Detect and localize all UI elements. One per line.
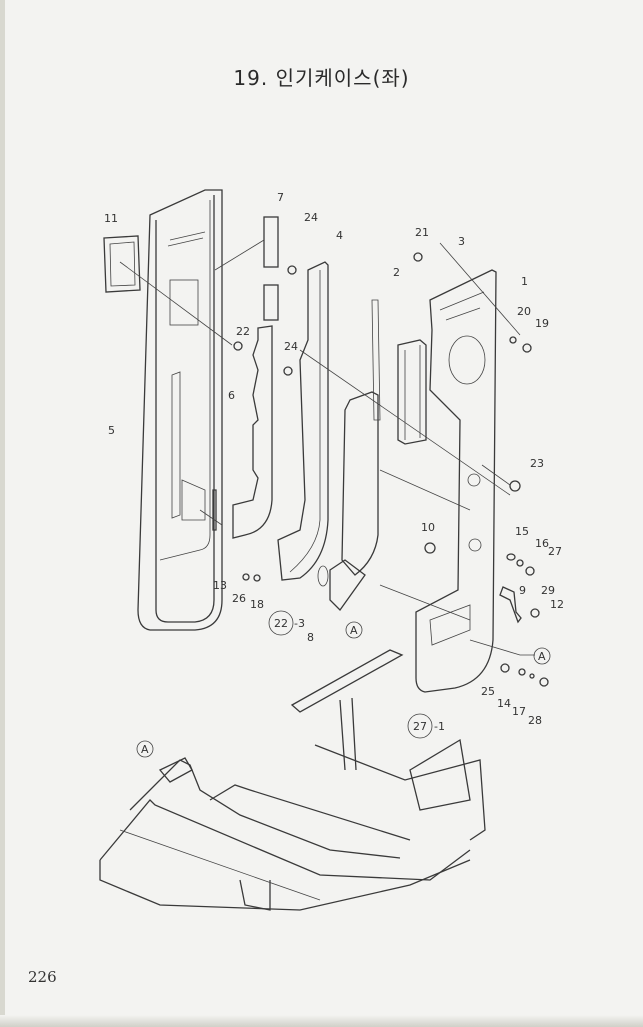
callout-a-3: A <box>141 743 149 756</box>
callout-13: 13 <box>213 579 227 592</box>
callout-a-2: A <box>538 650 546 663</box>
callout-12: 12 <box>550 598 564 611</box>
part-5-side-panel <box>137 189 223 631</box>
callout-28: 28 <box>528 714 542 727</box>
hardware-fasteners <box>233 252 549 687</box>
page-number: 226 <box>28 968 57 986</box>
callout-27-1-suffix: -1 <box>434 720 445 733</box>
callout-22-3-suffix: -3 <box>294 617 305 630</box>
scan-edge <box>0 0 5 1027</box>
callout-3: 3 <box>458 235 465 248</box>
part-2-channel <box>397 339 427 445</box>
callout-14: 14 <box>497 697 511 710</box>
callout-6: 6 <box>228 389 235 402</box>
callout-4: 4 <box>336 229 343 242</box>
part-6-cover <box>232 325 273 539</box>
callout-27: 27 <box>548 545 562 558</box>
callout-18: 18 <box>250 598 264 611</box>
part-8-rail <box>317 299 381 612</box>
callout-8: 8 <box>307 631 314 644</box>
part-13-strip <box>212 489 217 531</box>
page-title: 19. 인기케이스(좌) <box>233 66 410 90</box>
callout-5: 5 <box>108 424 115 437</box>
callout-22: 22 <box>236 325 250 338</box>
callout-15: 15 <box>515 525 529 538</box>
callout-24b: 24 <box>284 340 298 353</box>
scan-bottom-edge <box>0 1015 643 1027</box>
callout-2: 2 <box>393 266 400 279</box>
callout-23: 23 <box>530 457 544 470</box>
part-7-pad <box>214 216 279 321</box>
callout-25: 25 <box>481 685 495 698</box>
callout-24: 24 <box>304 211 318 224</box>
callout-labels: 11 7 24 4 21 3 2 1 20 19 22 24 6 5 23 15… <box>104 191 564 758</box>
callout-20: 20 <box>517 305 531 318</box>
callout-29: 29 <box>541 584 555 597</box>
callout-7: 7 <box>277 191 284 204</box>
callout-16: 16 <box>535 537 549 550</box>
callout-a-1: A <box>350 624 358 637</box>
callout-1: 1 <box>521 275 528 288</box>
callout-10: 10 <box>421 521 435 534</box>
callout-9: 9 <box>519 584 526 597</box>
callout-19: 19 <box>535 317 549 330</box>
part-1-main-plate <box>415 269 497 693</box>
callout-21: 21 <box>415 226 429 239</box>
lower-frame-assembly <box>99 649 486 911</box>
callout-27-1-circle: 27 <box>413 720 427 733</box>
callout-26: 26 <box>232 592 246 605</box>
part-4-rail <box>277 261 329 581</box>
callout-11: 11 <box>104 212 118 225</box>
part-11-bracket <box>103 235 233 346</box>
callout-22-3-circle: 22 <box>274 617 288 630</box>
callout-17: 17 <box>512 705 526 718</box>
leader-lines <box>199 242 535 656</box>
